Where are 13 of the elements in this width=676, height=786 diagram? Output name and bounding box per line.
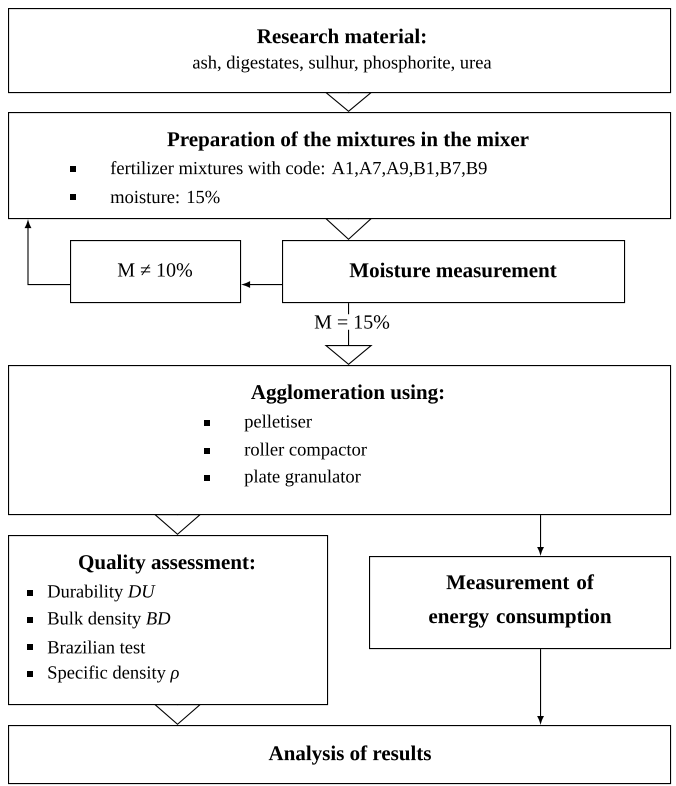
process-box: Preparation of the mixtures in the mixer fertilizer mixtures with code: A1,A7,A9,B1,B7,B9 moisture: 15% [8,112,672,220]
process-box: Research material: ash, digestates, sulhur, phosphorite, urea [8,8,672,94]
process-box: Moisture measurement [282,240,626,304]
process-box: Analysis of results [8,725,672,784]
arrow [242,281,282,288]
process-box: Measurement of energy consumption [369,556,672,650]
arrow [537,515,544,554]
edge-label: M = 15% [313,314,391,330]
process-box: Quality assessment: Durability DU Bulk density BD Brazilian test Specific density ρ [8,535,328,706]
arrow [24,220,70,286]
condition-box: M ≠ 10% [70,240,242,304]
arrow [537,649,544,724]
process-box: Agglomeration using: pelletiser roller compactor plate granulator [8,365,672,516]
